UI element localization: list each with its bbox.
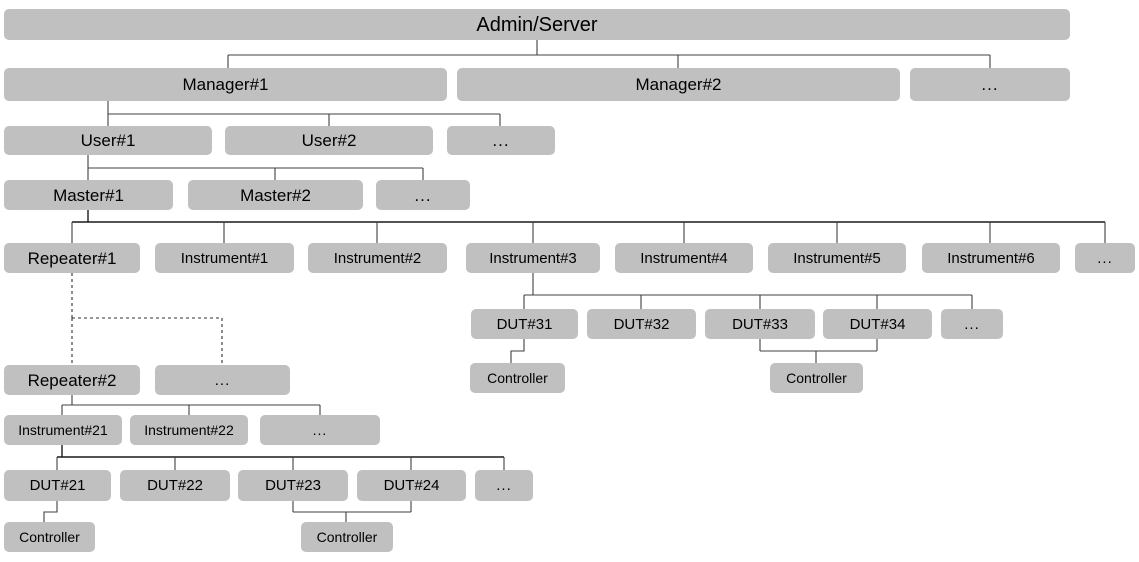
node-controller-dut33-34[interactable]: Controller bbox=[770, 363, 863, 393]
node-master-1[interactable]: Master#1 bbox=[4, 180, 173, 210]
node-repeater-2[interactable]: Repeater#2 bbox=[4, 365, 140, 395]
node-dut-2-ellipsis[interactable]: ... bbox=[475, 470, 533, 501]
node-master-2[interactable]: Master#2 bbox=[188, 180, 363, 210]
node-instrument-6[interactable]: Instrument#6 bbox=[922, 243, 1060, 273]
node-instrument-3[interactable]: Instrument#3 bbox=[466, 243, 600, 273]
node-dut-21[interactable]: DUT#21 bbox=[4, 470, 111, 501]
node-dut-22[interactable]: DUT#22 bbox=[120, 470, 230, 501]
node-manager-2[interactable]: Manager#2 bbox=[457, 68, 900, 101]
node-instrument-ellipsis[interactable]: ... bbox=[1075, 243, 1135, 273]
node-dut-24[interactable]: DUT#24 bbox=[357, 470, 466, 501]
node-user-1[interactable]: User#1 bbox=[4, 126, 212, 155]
node-master-ellipsis[interactable]: ... bbox=[376, 180, 470, 210]
node-instrument-1[interactable]: Instrument#1 bbox=[155, 243, 294, 273]
node-instrument-5[interactable]: Instrument#5 bbox=[768, 243, 906, 273]
node-repeater-ellipsis[interactable]: ... bbox=[155, 365, 290, 395]
node-instrument-4[interactable]: Instrument#4 bbox=[615, 243, 753, 273]
node-dut-31[interactable]: DUT#31 bbox=[471, 309, 578, 339]
node-repeater-1[interactable]: Repeater#1 bbox=[4, 243, 140, 273]
node-user-ellipsis[interactable]: ... bbox=[447, 126, 555, 155]
node-controller-dut31[interactable]: Controller bbox=[470, 363, 565, 393]
node-user-2[interactable]: User#2 bbox=[225, 126, 433, 155]
node-manager-ellipsis[interactable]: ... bbox=[910, 68, 1070, 101]
node-controller-dut23-24[interactable]: Controller bbox=[301, 522, 393, 552]
node-dut-34[interactable]: DUT#34 bbox=[823, 309, 932, 339]
node-instrument-2[interactable]: Instrument#2 bbox=[308, 243, 447, 273]
node-dut-3-ellipsis[interactable]: ... bbox=[941, 309, 1003, 339]
node-admin-server[interactable]: Admin/Server bbox=[4, 9, 1070, 40]
node-dut-23[interactable]: DUT#23 bbox=[238, 470, 348, 501]
node-controller-dut21[interactable]: Controller bbox=[4, 522, 95, 552]
node-manager-1[interactable]: Manager#1 bbox=[4, 68, 447, 101]
node-instrument-21[interactable]: Instrument#21 bbox=[4, 415, 122, 445]
node-instrument-2-ellipsis[interactable]: ... bbox=[260, 415, 380, 445]
node-instrument-22[interactable]: Instrument#22 bbox=[130, 415, 248, 445]
node-dut-33[interactable]: DUT#33 bbox=[705, 309, 815, 339]
node-dut-32[interactable]: DUT#32 bbox=[587, 309, 696, 339]
